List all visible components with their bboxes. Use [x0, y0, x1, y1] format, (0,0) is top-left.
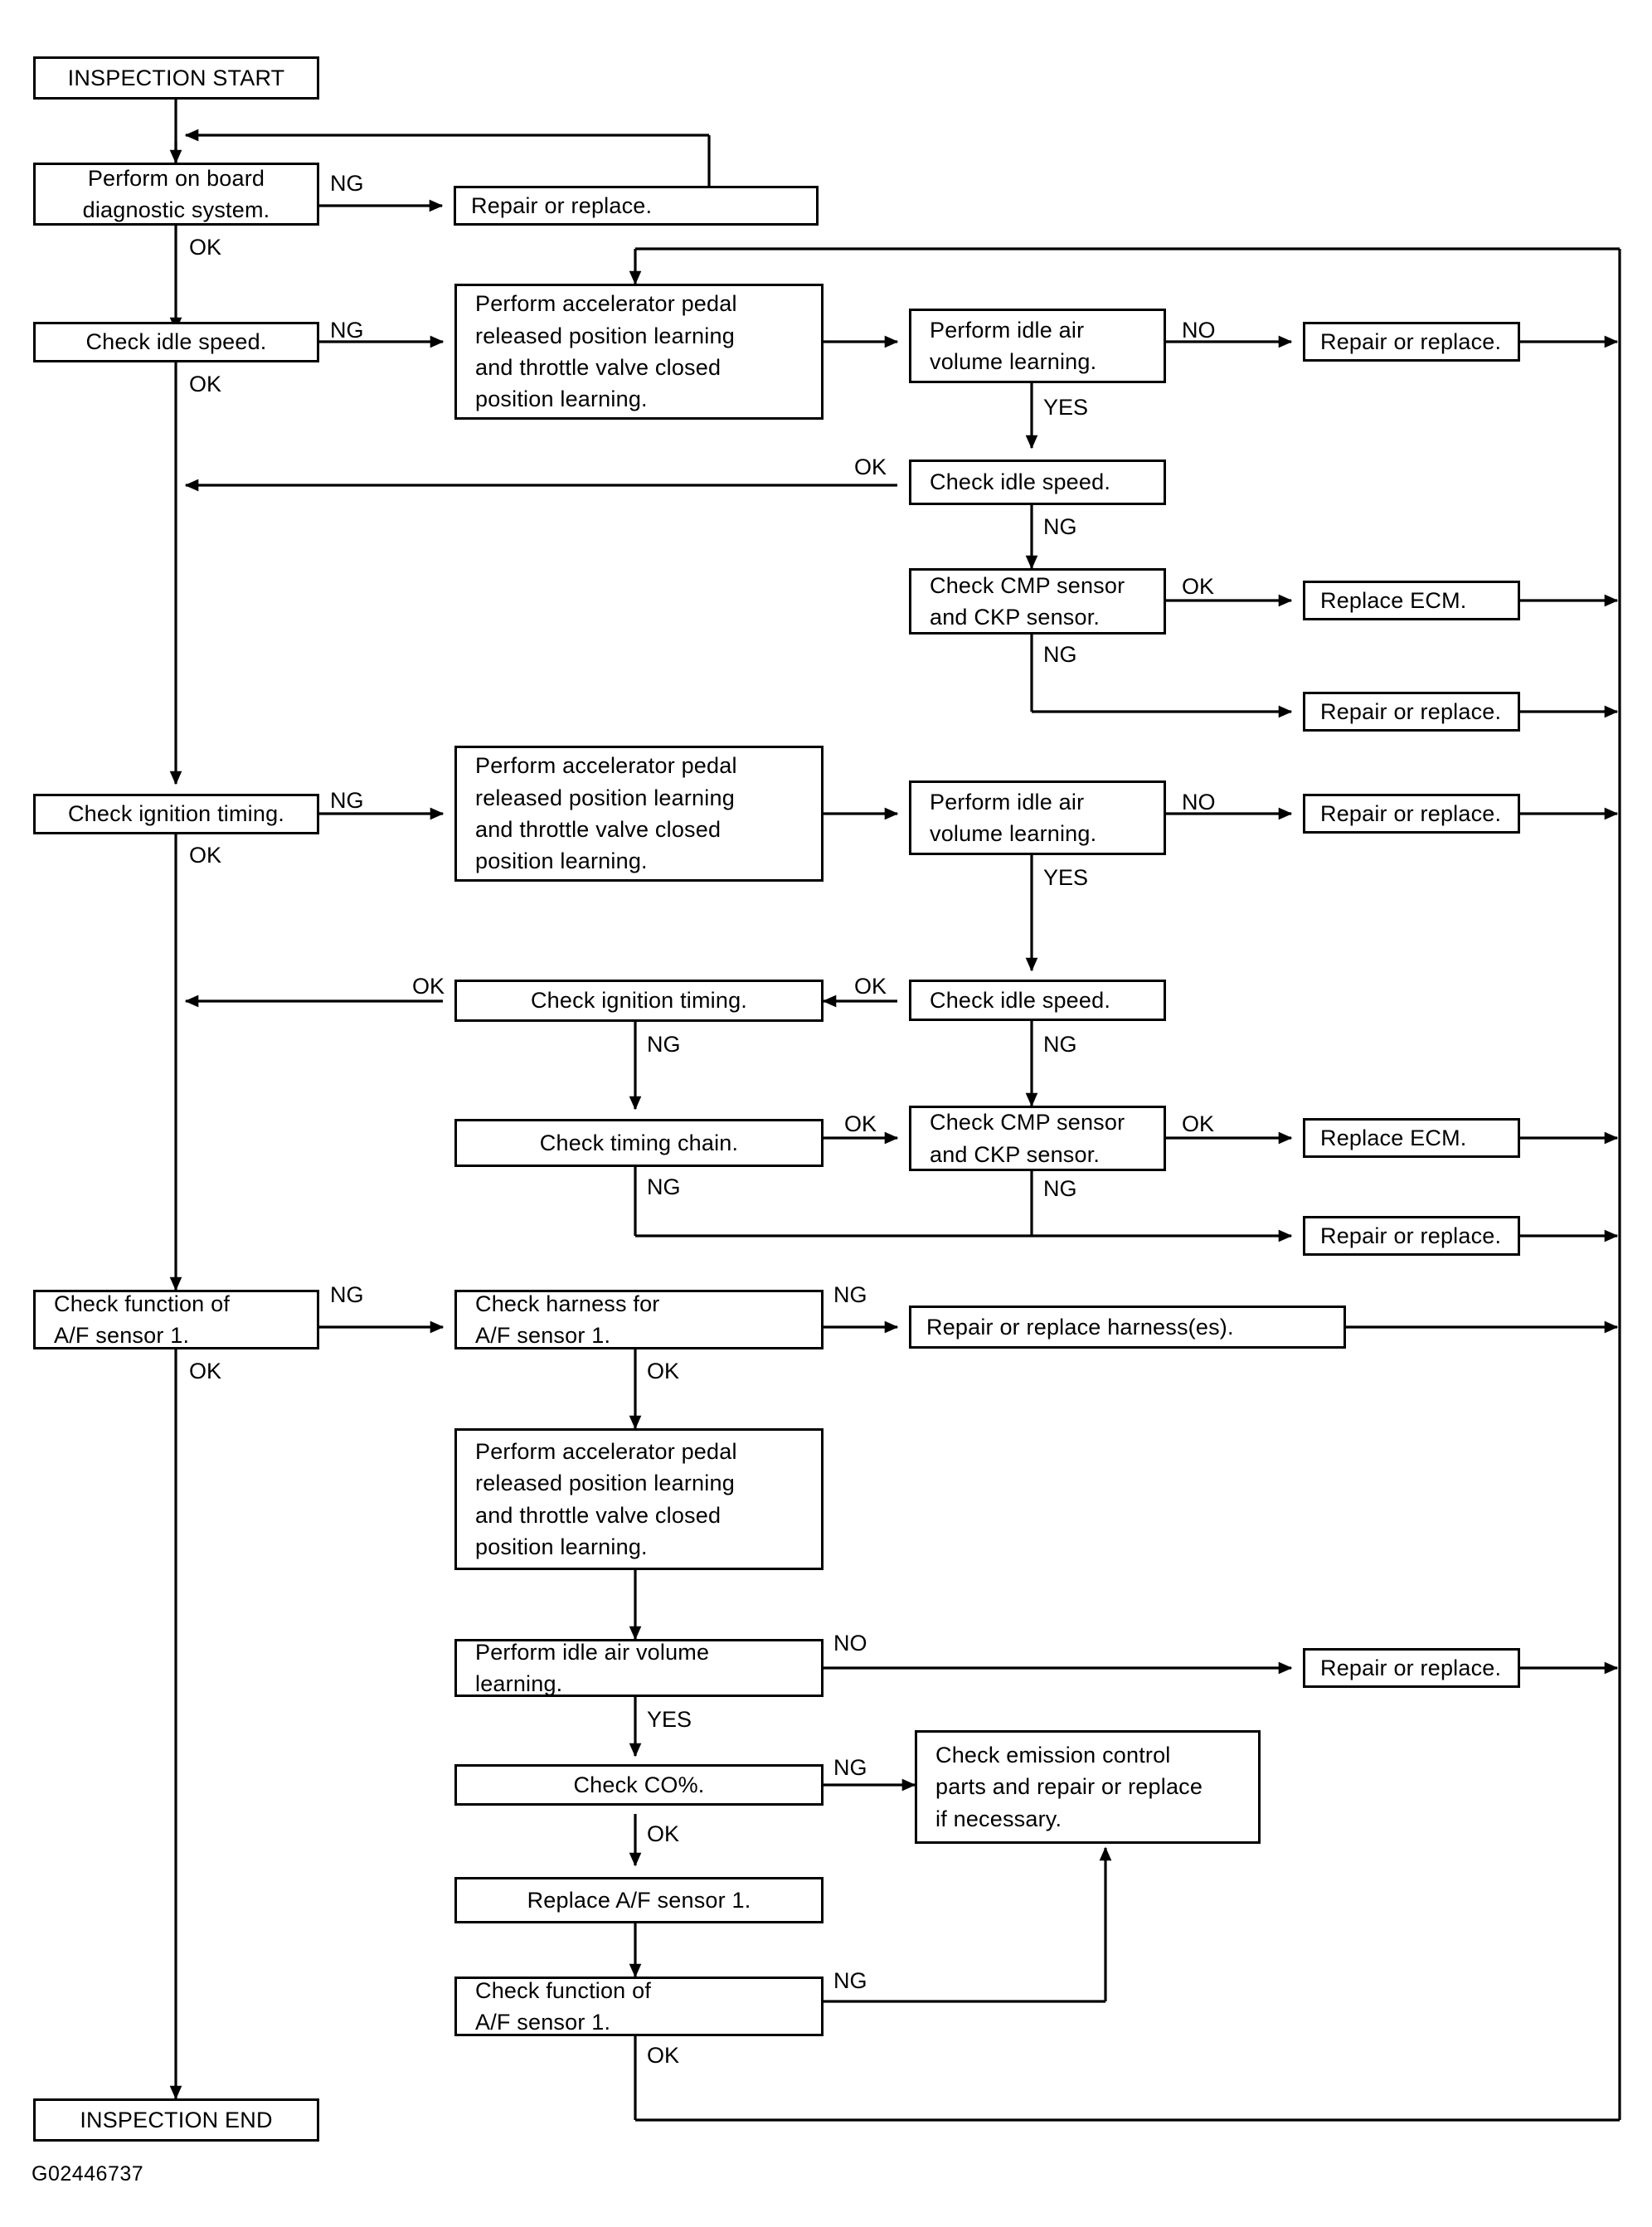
edge-label-idle2-ng: NG: [1043, 514, 1077, 539]
edge-label-chain-ok: OK: [844, 1111, 877, 1136]
edge-label-co-ng: NG: [833, 1755, 867, 1780]
node-label: Repair or replace.: [471, 192, 653, 218]
node-label: Check function of A/F sensor 1.: [54, 1291, 231, 1348]
edge-label-harness-ng: NG: [833, 1282, 867, 1307]
node-label: Replace A/F sensor 1.: [527, 1887, 751, 1913]
edge-label-idle2-ok: OK: [854, 455, 887, 479]
node-label: Check function of A/F sensor 1.: [475, 1977, 652, 2035]
node-repair-or-replace-5[interactable]: Repair or replace.: [1303, 1216, 1520, 1256]
node-replace-af-sensor-1[interactable]: Replace A/F sensor 1.: [454, 1877, 824, 1923]
node-check-idle-speed-3[interactable]: Check idle speed.: [909, 980, 1166, 1021]
node-check-ignition-timing-1[interactable]: Check ignition timing.: [33, 794, 319, 834]
node-label: Replace ECM.: [1320, 1125, 1467, 1150]
node-label: Repair or replace.: [1320, 328, 1502, 354]
edge-label-iavl1-no: NO: [1182, 318, 1216, 343]
node-repair-or-replace-1[interactable]: Repair or replace.: [454, 186, 819, 226]
node-label: Check idle speed.: [930, 987, 1111, 1013]
edge-label-ign2-ng: NG: [647, 1032, 681, 1057]
node-learning-1[interactable]: Perform accelerator pedal released posit…: [454, 284, 824, 420]
node-label: Perform idle air volume learning.: [475, 1639, 710, 1696]
node-replace-ecm-2[interactable]: Replace ECM.: [1303, 1118, 1520, 1158]
edge-label-obd-ng: NG: [330, 171, 364, 196]
node-perform-obd[interactable]: Perform on board diagnostic system.: [33, 163, 319, 226]
node-check-function-af-sensor-1[interactable]: Check function of A/F sensor 1.: [33, 1290, 319, 1349]
node-label: Check CO%.: [573, 1772, 705, 1797]
edge-label-iavl3-yes: YES: [647, 1707, 692, 1732]
node-label: Check ignition timing.: [67, 801, 285, 827]
figure-reference-code: G02446737: [32, 2162, 144, 2186]
node-label: Perform accelerator pedal released posit…: [475, 753, 737, 874]
node-check-function-af-sensor-2[interactable]: Check function of A/F sensor 1.: [454, 1977, 824, 2036]
node-label: Check emission control parts and repair …: [935, 1743, 1203, 1831]
node-label: Repair or replace.: [1320, 698, 1502, 724]
node-check-cmp-ckp-2[interactable]: Check CMP sensor and CKP sensor.: [909, 1106, 1166, 1171]
edge-label-cmp2-ok: OK: [1182, 1111, 1215, 1136]
node-repair-or-replace-3[interactable]: Repair or replace.: [1303, 692, 1520, 732]
node-label: Repair or replace.: [1320, 800, 1502, 826]
edge-label-idle3-ok: OK: [854, 974, 887, 999]
node-label: Check CMP sensor and CKP sensor.: [930, 1110, 1125, 1167]
node-label: Check ignition timing.: [530, 988, 748, 1014]
node-label: Check idle speed.: [85, 329, 267, 355]
edge-label-ign2-ok: OK: [412, 974, 445, 999]
edge-label-cmp1-ng: NG: [1043, 642, 1077, 667]
node-check-idle-speed-1[interactable]: Check idle speed.: [33, 322, 319, 362]
edge-label-iavl2-yes: YES: [1043, 865, 1089, 890]
node-label: Perform accelerator pedal released posit…: [475, 291, 737, 412]
node-label: INSPECTION START: [67, 65, 285, 90]
node-learning-2[interactable]: Perform accelerator pedal released posit…: [454, 746, 824, 882]
node-label: Perform idle air volume learning.: [930, 789, 1097, 846]
edge-label-af1-ng: NG: [330, 1282, 364, 1307]
node-inspection-start[interactable]: INSPECTION START: [33, 56, 319, 100]
node-check-emission-control[interactable]: Check emission control parts and repair …: [915, 1730, 1261, 1844]
node-label: Check CMP sensor and CKP sensor.: [930, 572, 1125, 630]
node-repair-replace-harness[interactable]: Repair or replace harness(es).: [909, 1306, 1346, 1349]
edge-label-iavl1-yes: YES: [1043, 395, 1089, 420]
node-label: Replace ECM.: [1320, 587, 1467, 613]
node-check-harness-af-sensor-1[interactable]: Check harness for A/F sensor 1.: [454, 1290, 824, 1349]
edge-label-cmp2-ng: NG: [1043, 1176, 1077, 1201]
node-learning-3[interactable]: Perform accelerator pedal released posit…: [454, 1428, 824, 1570]
node-label: INSPECTION END: [80, 2107, 273, 2132]
edge-label-idle1-ng: NG: [330, 318, 364, 343]
edge-label-co-ok: OK: [647, 1821, 680, 1846]
edge-label-af2-ng: NG: [833, 1968, 867, 1993]
node-idle-air-volume-learning-2[interactable]: Perform idle air volume learning.: [909, 780, 1166, 855]
edge-label-idle1-ok: OK: [189, 372, 222, 396]
node-label: Repair or replace harness(es).: [926, 1314, 1234, 1340]
edge-label-obd-ok: OK: [189, 235, 222, 260]
edge-label-cmp1-ok: OK: [1182, 574, 1215, 599]
node-inspection-end[interactable]: INSPECTION END: [33, 2098, 319, 2142]
node-check-ignition-timing-2[interactable]: Check ignition timing.: [454, 980, 824, 1022]
node-idle-air-volume-learning-1[interactable]: Perform idle air volume learning.: [909, 309, 1166, 383]
node-label: Repair or replace.: [1320, 1223, 1502, 1248]
node-check-cmp-ckp-1[interactable]: Check CMP sensor and CKP sensor.: [909, 568, 1166, 635]
edge-label-iavl3-no: NO: [833, 1631, 867, 1656]
edge-label-harness-ok: OK: [647, 1359, 680, 1383]
node-check-timing-chain[interactable]: Check timing chain.: [454, 1119, 824, 1167]
node-replace-ecm-1[interactable]: Replace ECM.: [1303, 581, 1520, 620]
node-label: Check idle speed.: [930, 469, 1111, 495]
edge-label-af1-ok: OK: [189, 1359, 222, 1383]
node-label: Perform on board diagnostic system.: [82, 165, 270, 222]
node-label: Perform accelerator pedal released posit…: [475, 1438, 737, 1559]
node-repair-or-replace-6[interactable]: Repair or replace.: [1303, 1648, 1520, 1688]
node-label: Perform idle air volume learning.: [930, 317, 1097, 374]
edge-label-ign1-ng: NG: [330, 788, 364, 813]
edge-label-idle3-ng: NG: [1043, 1032, 1077, 1057]
node-label: Check harness for A/F sensor 1.: [475, 1291, 660, 1348]
node-label: Repair or replace.: [1320, 1655, 1502, 1680]
edge-label-iavl2-no: NO: [1182, 790, 1216, 814]
node-check-co-percent[interactable]: Check CO%.: [454, 1764, 824, 1806]
node-check-idle-speed-2[interactable]: Check idle speed.: [909, 460, 1166, 505]
edge-label-af2-ok: OK: [647, 2043, 680, 2068]
node-repair-or-replace-2[interactable]: Repair or replace.: [1303, 322, 1520, 362]
node-label: Check timing chain.: [539, 1130, 739, 1155]
node-repair-or-replace-4[interactable]: Repair or replace.: [1303, 794, 1520, 834]
node-idle-air-volume-learning-3[interactable]: Perform idle air volume learning.: [454, 1639, 824, 1697]
edge-label-chain-ng: NG: [647, 1174, 681, 1199]
edge-label-ign1-ok: OK: [189, 843, 222, 868]
